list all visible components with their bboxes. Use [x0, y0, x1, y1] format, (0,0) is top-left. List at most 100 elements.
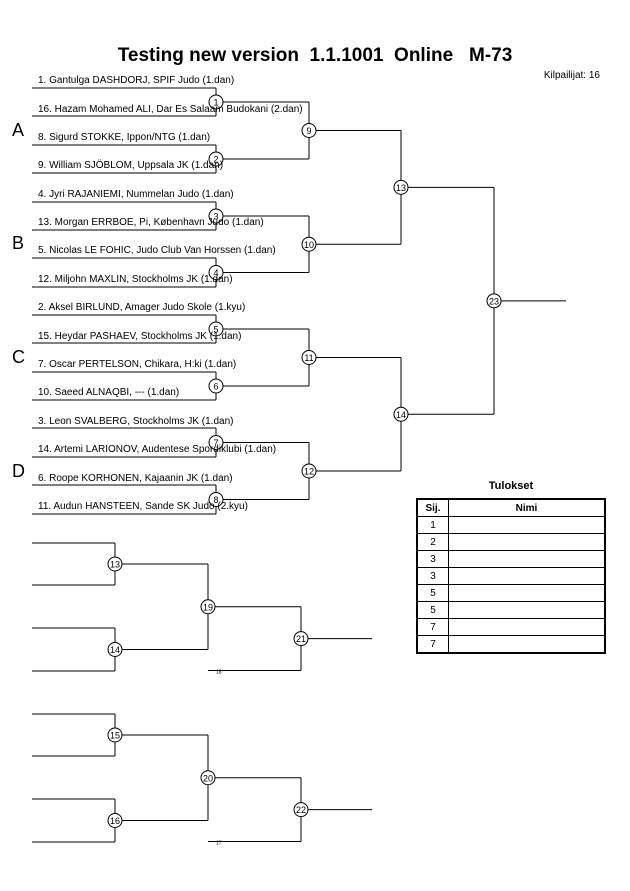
player-entry: 16. Hazam Mohamed ALI, Dar Es Salaam Bud… — [38, 104, 303, 115]
match-circle — [208, 378, 224, 394]
match-circle — [301, 350, 317, 365]
match-circle — [208, 492, 224, 507]
match-circle — [293, 631, 309, 647]
match-circle — [107, 727, 123, 743]
player-entry: 9. William SJÖBLOM, Uppsala JK (1.dan) — [38, 160, 224, 171]
competitor-count: Kilpailijat: 16 — [543, 70, 600, 81]
name-cell — [448, 618, 606, 636]
match-reference: 18 — [216, 670, 222, 676]
match-number: 5 — [213, 325, 218, 335]
match-number: 11 — [304, 353, 313, 363]
table-row: 5 — [416, 584, 606, 602]
match-number: 10 — [304, 240, 314, 250]
pool-label-d: D — [12, 461, 25, 481]
match-circle — [393, 406, 409, 422]
match-number: 14 — [396, 410, 406, 420]
table-row: 3 — [416, 567, 606, 585]
table-row: 7 — [416, 635, 606, 654]
match-circle — [301, 123, 317, 138]
name-cell — [448, 601, 606, 619]
match-number: 3 — [213, 212, 218, 222]
name-cell — [448, 550, 606, 568]
rank-cell: 7 — [416, 618, 449, 636]
match-circle — [486, 293, 502, 309]
name-column-header: Nimi — [448, 498, 606, 517]
name-cell — [448, 516, 606, 534]
match-circle — [208, 265, 224, 280]
player-entry: 4. Jyri RAJANIEMI, Nummelan Judo (1.dan) — [38, 189, 234, 200]
match-number: 4 — [213, 268, 218, 278]
match-circle — [208, 208, 224, 224]
pool-label-b: B — [12, 233, 25, 253]
table-row: 5 — [416, 601, 606, 619]
match-number: 19 — [203, 602, 213, 612]
match-number: 13 — [110, 560, 120, 570]
rank-cell: 7 — [416, 635, 449, 654]
rank-cell: 3 — [416, 567, 449, 585]
player-entry: 7. Oscar PERTELSON, Chikara, H:ki (1.dan… — [38, 359, 237, 370]
player-entry: 10. Saeed ALNAQBI, --- (1.dan) — [38, 387, 180, 398]
results-title: Tulokset — [488, 480, 534, 492]
player-entry: 15. Heydar PASHAEV, Stockholms JK (1.dan… — [38, 331, 242, 342]
match-number: 7 — [213, 438, 218, 448]
match-circle — [293, 802, 309, 818]
match-number: 21 — [296, 634, 306, 644]
page-title: Testing new version 1.1.1001 Online M-73 — [117, 45, 513, 66]
player-entry: 11. Audun HANSTEEN, Sande SK Judo (2.kyu… — [38, 501, 248, 512]
player-entry: 6. Roope KORHONEN, Kajaanin JK (1.dan) — [38, 473, 233, 484]
match-number: 12 — [304, 467, 314, 477]
match-number: 22 — [296, 805, 306, 815]
match-circle — [208, 435, 224, 450]
match-circle — [208, 151, 224, 167]
match-number: 23 — [489, 296, 499, 306]
match-number: 15 — [110, 731, 120, 741]
rank-cell: 1 — [416, 516, 449, 534]
match-number: 1 — [213, 98, 218, 108]
match-number: 14 — [110, 645, 120, 655]
results-header-row: Sij. Nimi — [416, 498, 606, 517]
player-entry: 12. Miljohn MAXLIN, Stockholms JK (1.dan… — [38, 274, 233, 285]
table-row: 1 — [416, 516, 606, 534]
rank-cell: 2 — [416, 533, 449, 551]
rank-cell: 3 — [416, 550, 449, 568]
rank-column-header: Sij. — [416, 498, 449, 517]
name-cell — [448, 533, 606, 551]
match-number: 16 — [110, 816, 120, 826]
match-number: 9 — [306, 126, 311, 136]
match-circle — [200, 599, 216, 615]
match-circle — [208, 94, 224, 110]
match-number: 8 — [213, 495, 218, 505]
match-circle — [393, 179, 409, 195]
rank-cell: 5 — [416, 584, 449, 602]
player-entry: 8. Sigurd STOKKE, Ippon/NTG (1.dan) — [38, 132, 211, 143]
rank-cell: 5 — [416, 601, 449, 619]
player-entry: 1. Gantulga DASHDORJ, SPIF Judo (1.dan) — [38, 75, 235, 86]
match-circle — [301, 463, 317, 479]
match-circle — [301, 236, 317, 252]
table-row: 3 — [416, 550, 606, 568]
player-entry: 5. Nicolas LE FOHIC, Judo Club Van Horss… — [38, 245, 276, 256]
name-cell — [448, 567, 606, 585]
match-reference: 17 — [216, 841, 222, 847]
match-number: 2 — [213, 155, 218, 165]
pool-label-c: C — [12, 347, 25, 367]
name-cell — [448, 584, 606, 602]
match-circle — [107, 556, 123, 572]
table-row: 7 — [416, 618, 606, 636]
player-entry: 3. Leon SVALBERG, Stockholms JK (1.dan) — [38, 416, 234, 427]
results-table: Sij. Nimi 1 2 3 3 5 5 7 7 — [416, 498, 606, 654]
name-cell — [448, 635, 606, 654]
pool-label-a: A — [12, 120, 25, 140]
match-circle — [107, 642, 123, 657]
match-circle — [208, 321, 224, 337]
match-number: 6 — [213, 382, 218, 392]
player-entry: 2. Aksel BIRLUND, Amager Judo Skole (1.k… — [38, 302, 246, 313]
table-row: 2 — [416, 533, 606, 551]
player-entry: 13. Morgan ERRBOE, Pi, København Judo (1… — [38, 217, 264, 228]
player-entry: 14. Artemi LARIONOV, Audentese Spordiklu… — [38, 444, 277, 455]
match-circle — [200, 770, 216, 786]
match-number: 13 — [396, 183, 406, 193]
match-circle — [107, 813, 123, 828]
